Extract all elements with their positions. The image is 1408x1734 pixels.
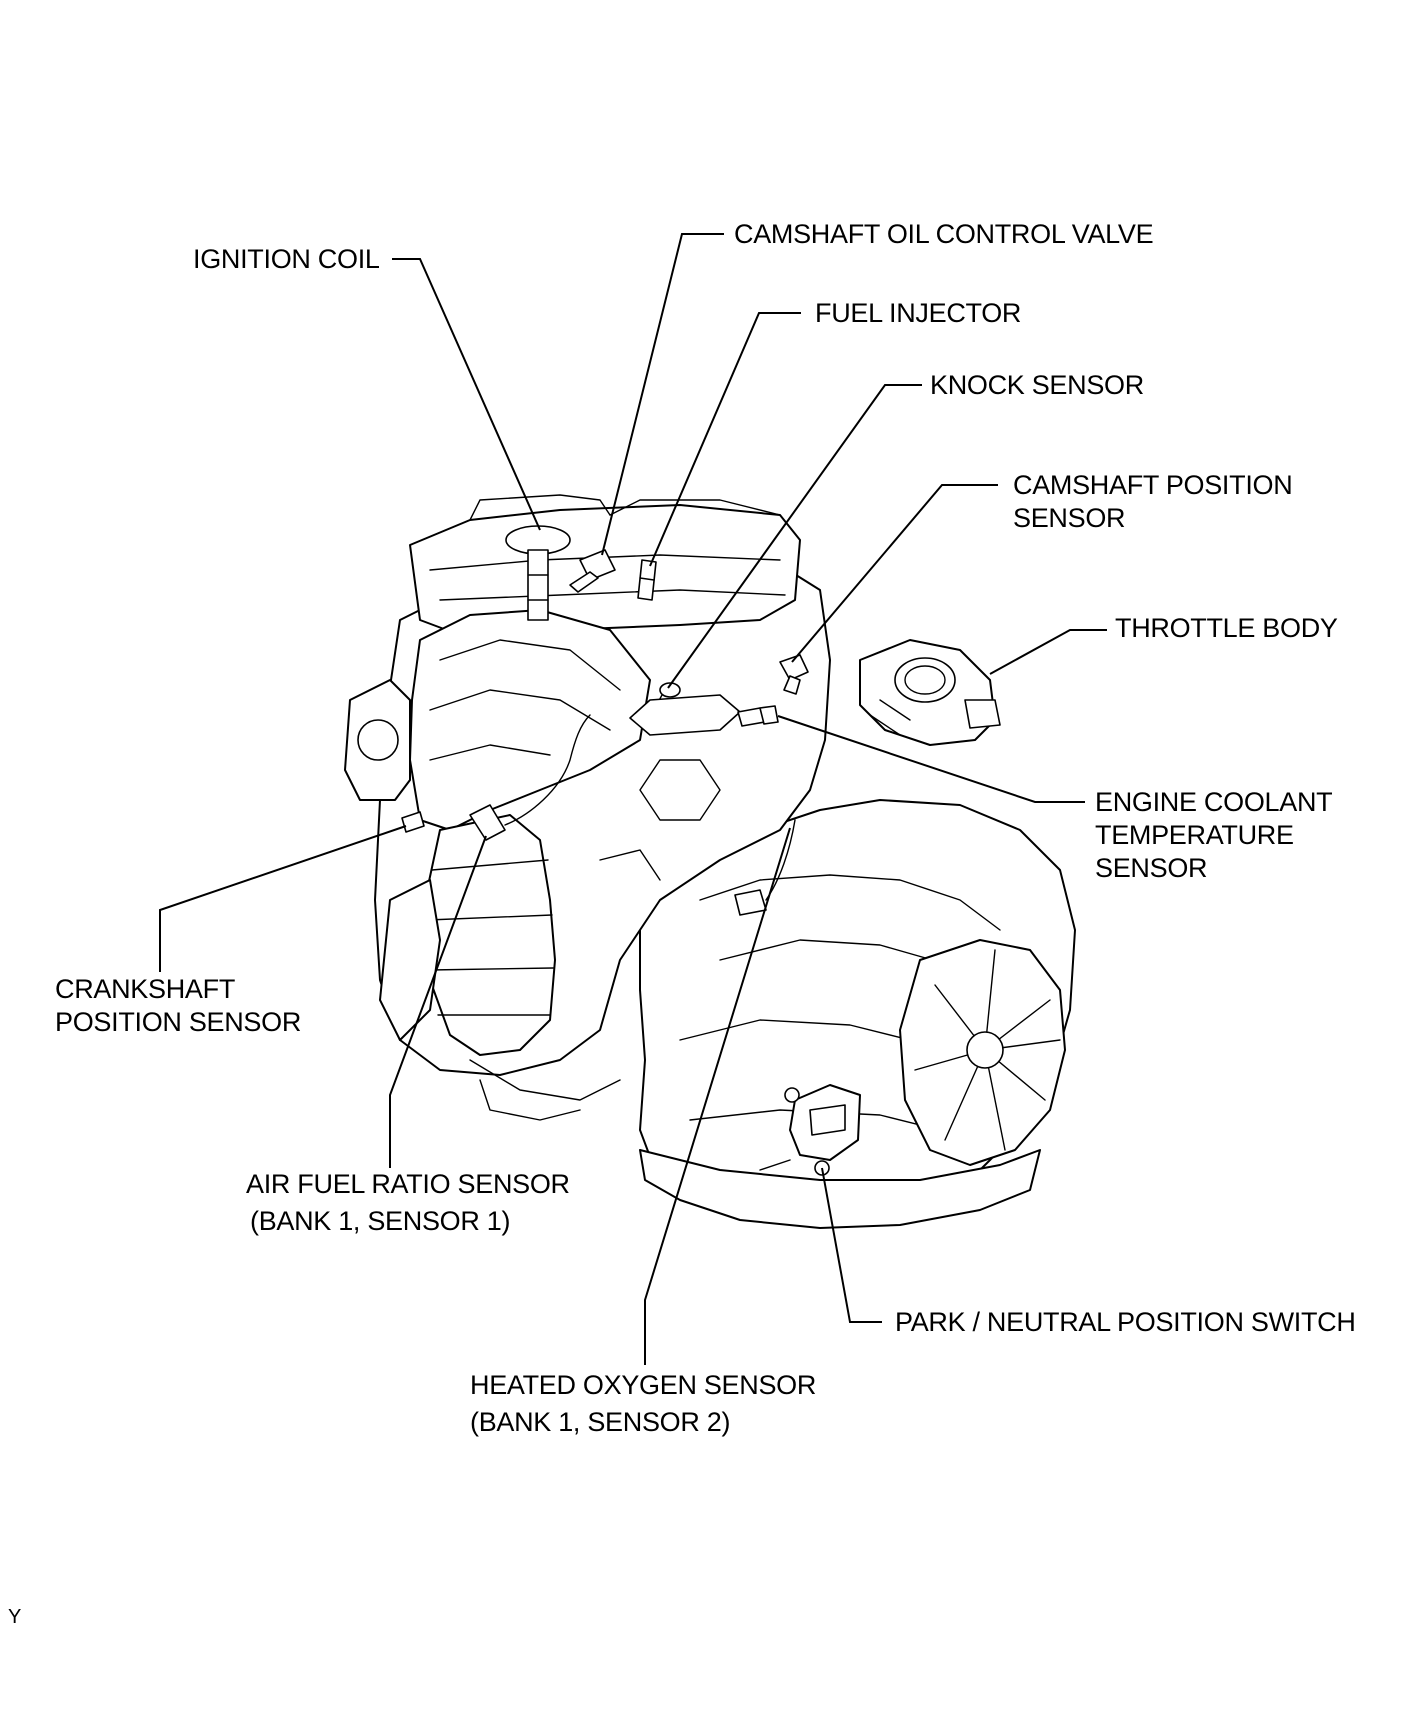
leader-fuel-injector <box>649 312 801 567</box>
throttle-body-part <box>859 639 1001 746</box>
label-engine-coolant-temperature-sensor: ENGINE COOLANT TEMPERATURE SENSOR <box>1095 787 1339 883</box>
catalytic-converter <box>424 814 556 1056</box>
exhaust-manifold-heat-shield <box>409 609 651 831</box>
label-camshaft-oil-control-valve: CAMSHAFT OIL CONTROL VALVE <box>734 219 1153 249</box>
camshaft-position-sensor-part <box>779 654 809 695</box>
leader-ignition-coil <box>392 258 541 531</box>
leader-camshaft-position-sensor <box>791 484 998 663</box>
label-heated-oxygen-sensor: HEATED OXYGEN SENSOR (BANK 1, SENSOR 2) <box>470 1370 823 1437</box>
label-crankshaft-position-sensor: CRANKSHAFT POSITION SENSOR <box>55 974 301 1037</box>
leader-heated-oxygen-sensor <box>644 827 791 1365</box>
leader-knock-sensor <box>667 384 922 689</box>
leader-park-neutral-position-switch <box>821 1167 882 1323</box>
engine-coolant-temperature-sensor-part <box>629 694 779 736</box>
camshaft-oil-control-valve-part <box>569 549 616 593</box>
label-fuel-injector: FUEL INJECTOR <box>815 298 1021 328</box>
label-camshaft-position-sensor: CAMSHAFT POSITION SENSOR <box>1013 470 1300 533</box>
fuel-injector-part <box>637 559 657 601</box>
engine-assembly-drawing <box>344 494 1076 1229</box>
ignition-coil-part <box>505 525 571 621</box>
label-park-neutral-position-switch: PARK / NEUTRAL POSITION SWITCH <box>895 1307 1356 1337</box>
leader-crankshaft-position-sensor <box>159 825 407 972</box>
leader-air-fuel-ratio-sensor <box>389 835 487 1168</box>
leader-lines <box>159 233 1107 1365</box>
leader-camshaft-oil-control-valve <box>601 233 724 556</box>
leader-throttle-body <box>989 629 1107 675</box>
label-throttle-body: THROTTLE BODY <box>1115 613 1338 643</box>
transaxle-oil-pan <box>639 1149 1041 1229</box>
label-knock-sensor: KNOCK SENSOR <box>930 370 1144 400</box>
callout-labels: IGNITION COIL CAMSHAFT OIL CONTROL VALVE… <box>8 219 1356 1628</box>
air-fuel-ratio-sensor-part <box>469 714 591 841</box>
label-ignition-coil: IGNITION COIL <box>193 244 380 274</box>
park-neutral-position-switch-part <box>759 1084 861 1176</box>
figure-code: Y <box>8 1606 21 1628</box>
leader-engine-coolant-temperature-sensor <box>777 715 1085 803</box>
label-air-fuel-ratio-sensor: AIR FUEL RATIO SENSOR (BANK 1, SENSOR 1) <box>246 1169 577 1236</box>
